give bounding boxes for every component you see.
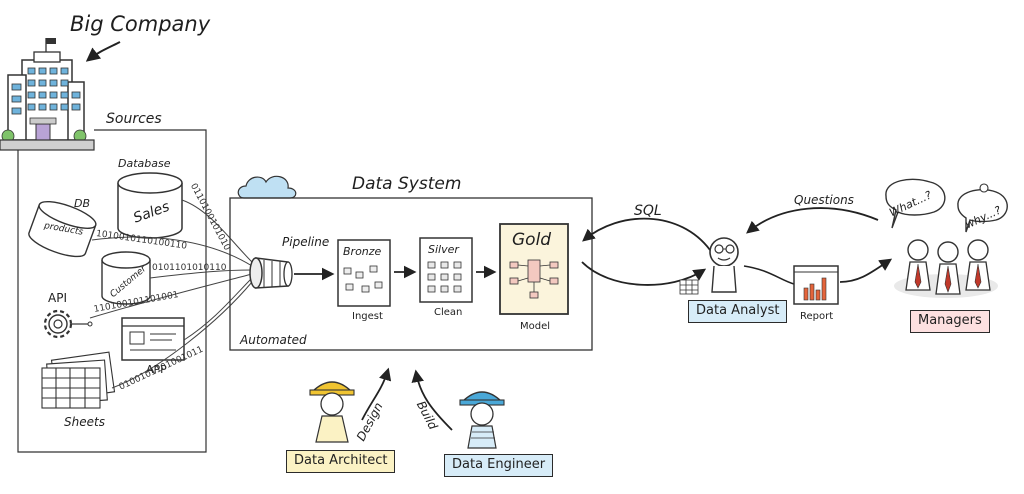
- silver-title: Silver: [428, 243, 459, 256]
- api-label: API: [48, 291, 67, 305]
- sources-frame: [17, 129, 207, 453]
- gold-layer: [499, 223, 569, 315]
- gold-caption: Model: [520, 321, 551, 332]
- report-to-managers-arrow: [839, 258, 893, 283]
- data-architect-tag: Data Architect: [286, 450, 396, 474]
- cylinder-products-icon: [28, 200, 97, 258]
- pipeline-label: Pipeline: [282, 235, 330, 249]
- table-icon: [679, 279, 699, 295]
- speech-bubble-icon: [957, 183, 1008, 233]
- questions-arrow: [746, 207, 879, 234]
- data-system-title: Data System: [352, 174, 462, 194]
- sql-arrow: [582, 217, 711, 251]
- manager-person-icon: [965, 239, 991, 291]
- engineer-person-icon: [459, 391, 505, 449]
- data-engineer-tag: Data Engineer: [444, 454, 554, 478]
- speech-bubble-icon: [885, 178, 946, 229]
- architect-person-icon: [309, 381, 355, 443]
- cloud-icon: [237, 175, 297, 199]
- app-window-icon: [121, 317, 185, 361]
- silver-caption: Clean: [434, 307, 463, 318]
- automated-label: Automated: [240, 333, 307, 347]
- bronze-layer: [337, 239, 391, 307]
- data-analyst-tag: Data Analyst: [688, 300, 788, 324]
- questions-label: Questions: [794, 193, 854, 207]
- manager-person-icon: [905, 239, 931, 291]
- gold-title: Gold: [512, 230, 552, 250]
- spreadsheet-icon: [41, 351, 116, 409]
- data-streams: [89, 199, 253, 389]
- db-label: DB: [74, 197, 91, 210]
- sources-title: Sources: [106, 111, 162, 127]
- design-arrow: [361, 367, 392, 421]
- analyst-to-report-line: [743, 265, 795, 285]
- managers-tag: Managers: [910, 310, 990, 334]
- company-title: Big Company: [70, 12, 211, 36]
- report-label: Report: [800, 311, 834, 322]
- pipe-icon: [249, 257, 293, 289]
- manager-person-icon: [935, 241, 961, 295]
- bronze-caption: Ingest: [352, 311, 383, 322]
- app-label: APP: [146, 363, 167, 376]
- cylinder-database-icon: [117, 172, 183, 239]
- company-arrow: [85, 41, 121, 62]
- bronze-title: Bronze: [343, 245, 382, 258]
- sheets-label: Sheets: [64, 415, 105, 429]
- cylinder-customer-icon: [101, 251, 151, 305]
- database-label: Database: [118, 157, 171, 170]
- sql-label: SQL: [634, 203, 662, 219]
- building-icon: [0, 38, 95, 151]
- gold-to-analyst-arrow: [581, 261, 707, 286]
- data-system-frame: [229, 197, 593, 351]
- silver-layer: [419, 237, 473, 303]
- build-arrow: [411, 369, 453, 431]
- analyst-person-icon: [709, 237, 739, 293]
- stream-bits-customer: 0101101010110: [152, 263, 227, 273]
- gear-api-icon: [43, 309, 93, 339]
- report-chart-icon: [793, 265, 839, 305]
